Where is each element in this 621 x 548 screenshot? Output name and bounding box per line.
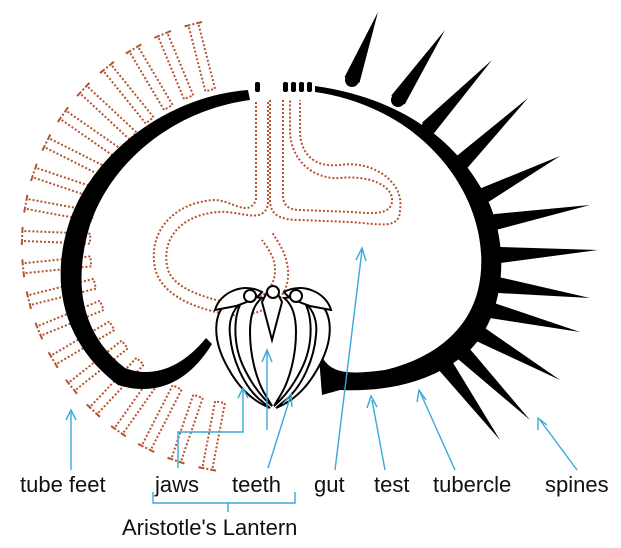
label-tube-feet: tube feet — [20, 472, 106, 497]
leader-gut — [335, 250, 362, 470]
spine — [479, 156, 560, 203]
test-pores — [255, 82, 312, 92]
spine — [497, 277, 590, 298]
gut-inner — [154, 100, 392, 316]
leader-tubercle — [420, 392, 455, 470]
tube-foot — [138, 385, 181, 452]
tubercle — [455, 345, 469, 359]
tube-foot — [100, 62, 154, 124]
label-test: test — [374, 472, 409, 497]
tubercle — [391, 93, 405, 107]
leader-test — [372, 400, 385, 470]
spine — [422, 60, 492, 133]
lantern-ring-mid — [267, 286, 279, 298]
tubercle — [455, 155, 469, 169]
label-spines: spines — [545, 472, 609, 497]
tubercle — [345, 73, 359, 87]
spine — [488, 302, 580, 332]
label-aristotles-lantern: Aristotle's Lantern — [122, 515, 297, 540]
lantern-ring-left — [244, 290, 256, 302]
tubercle — [488, 215, 502, 229]
leader-teeth-2 — [268, 398, 290, 468]
spine — [494, 205, 590, 230]
tube-feet-group — [22, 22, 225, 471]
tubercle — [491, 278, 505, 292]
tubercle — [483, 303, 497, 317]
tube-foot — [154, 31, 193, 99]
label-teeth: teeth — [232, 472, 281, 497]
tube-foot — [58, 107, 122, 157]
tubercle — [438, 358, 452, 372]
test-right-arc — [315, 86, 501, 395]
tubercle — [493, 248, 507, 262]
spine — [439, 360, 500, 440]
aristotles-lantern — [215, 286, 331, 408]
lantern-ring-right — [290, 290, 302, 302]
label-jaws: jaws — [154, 472, 199, 497]
tube-foot — [185, 22, 215, 91]
tubercle — [421, 121, 435, 135]
tube-foot — [198, 401, 224, 470]
tubercle — [471, 326, 485, 340]
spine — [500, 247, 598, 263]
label-gut: gut — [314, 472, 345, 497]
tubercle — [476, 189, 490, 203]
leader-spines — [540, 420, 577, 470]
spine — [345, 12, 378, 83]
tube-foot — [77, 83, 136, 140]
label-tubercle: tubercle — [433, 472, 511, 497]
